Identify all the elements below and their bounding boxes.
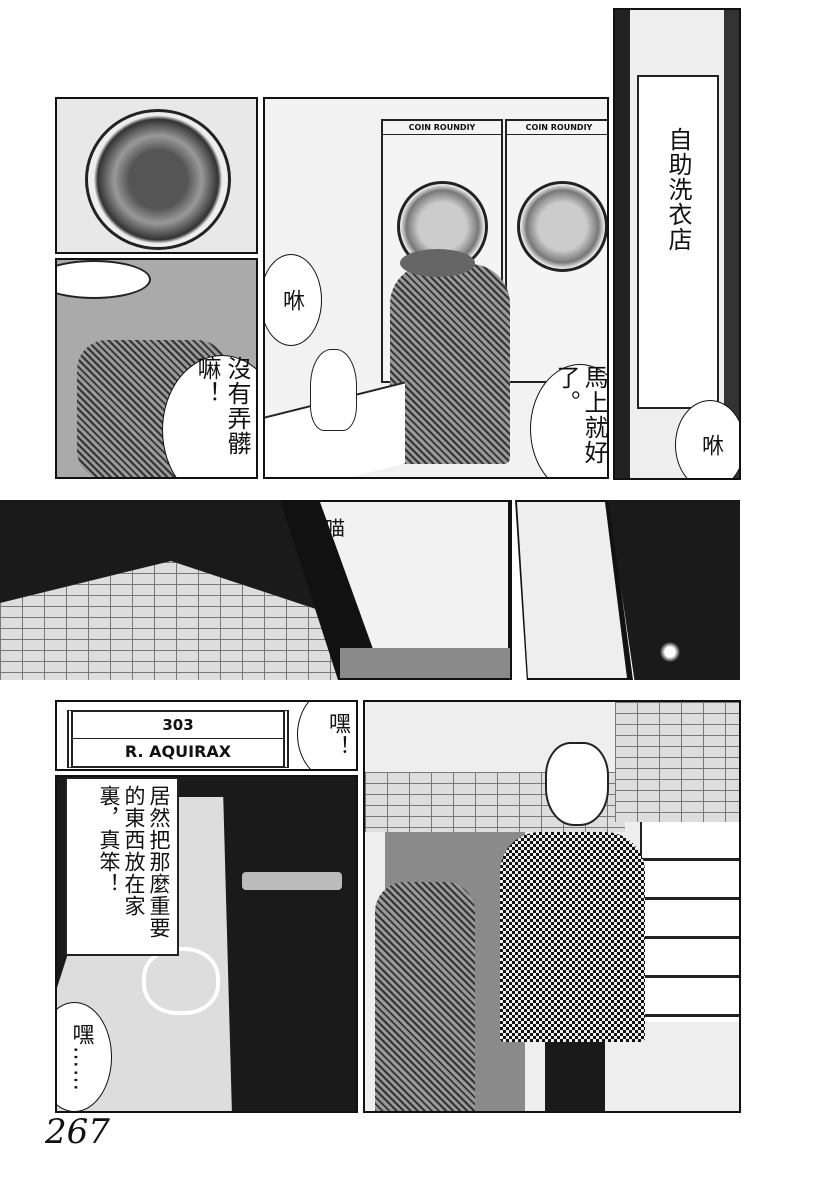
resident-name: R. AQUIRAX: [124, 742, 232, 761]
woman-houndstooth-illustration: [500, 832, 645, 1042]
panel-washer-drum: [55, 97, 258, 254]
boots: [545, 1042, 605, 1111]
woman-reading-illustration: [390, 264, 510, 464]
panel-store-sign: 自助洗衣店 咻: [613, 8, 741, 480]
panel-laundromat: COIN ROUNDIY COIN ROUNDIY 咻 馬上就好了。: [263, 97, 609, 479]
panel-key-closeup: 居然把那麼重要的東西放在家裏，真笨！ 嘿……: [55, 775, 358, 1113]
panel-entrance: [363, 700, 741, 1113]
speech-bubble-heh: 嘿……: [57, 1002, 112, 1111]
speech-meow: 喵: [325, 516, 345, 540]
caption-box: 居然把那麼重要的東西放在家裏，真笨！: [65, 777, 179, 956]
key-illustration: [242, 872, 342, 890]
cat-illustration: [310, 349, 357, 431]
speech-bubble-cat-left: 咻: [265, 254, 322, 346]
cat-face-illustration: [320, 502, 508, 648]
glasses-illustration: [142, 947, 220, 1015]
hat-brim: [57, 260, 151, 299]
store-sign-text: 自助洗衣店: [664, 127, 692, 252]
washer-machine-2: COIN ROUNDIY: [505, 119, 607, 383]
panel-cat: 喵: [280, 500, 512, 680]
store-sign-board: 自助洗衣店: [637, 75, 719, 409]
page-number: 267: [45, 1112, 110, 1152]
door-nameplate: 303 R. AQUIRAX: [67, 710, 289, 768]
sparkle-icon: [658, 640, 682, 664]
girl-walking-illustration: [375, 882, 475, 1111]
brick-wall-right: [615, 702, 739, 822]
panel-closeup-woman: 沒有弄髒嘛！: [55, 258, 258, 479]
woman-hat: [400, 249, 475, 277]
panel-dark-detail: [608, 500, 740, 680]
washer-door: [517, 181, 607, 272]
panel-building: [0, 500, 400, 680]
mailboxes: [640, 822, 739, 1022]
washer-drum-illustration: [85, 109, 231, 250]
woman-head: [545, 742, 609, 826]
speech-bubble-hey: 嘿！: [297, 702, 356, 769]
hand-illustration: [517, 502, 627, 678]
speech-bubble-woman: 馬上就好了。: [530, 364, 607, 477]
floor: [340, 648, 510, 678]
panel-nameplate: 303 R. AQUIRAX 嘿！: [55, 700, 358, 771]
room-number: 303: [73, 712, 283, 739]
speech-bubble-cat-right: 咻: [675, 400, 739, 478]
speech-bubble-clean: 沒有弄髒嘛！: [162, 355, 256, 477]
